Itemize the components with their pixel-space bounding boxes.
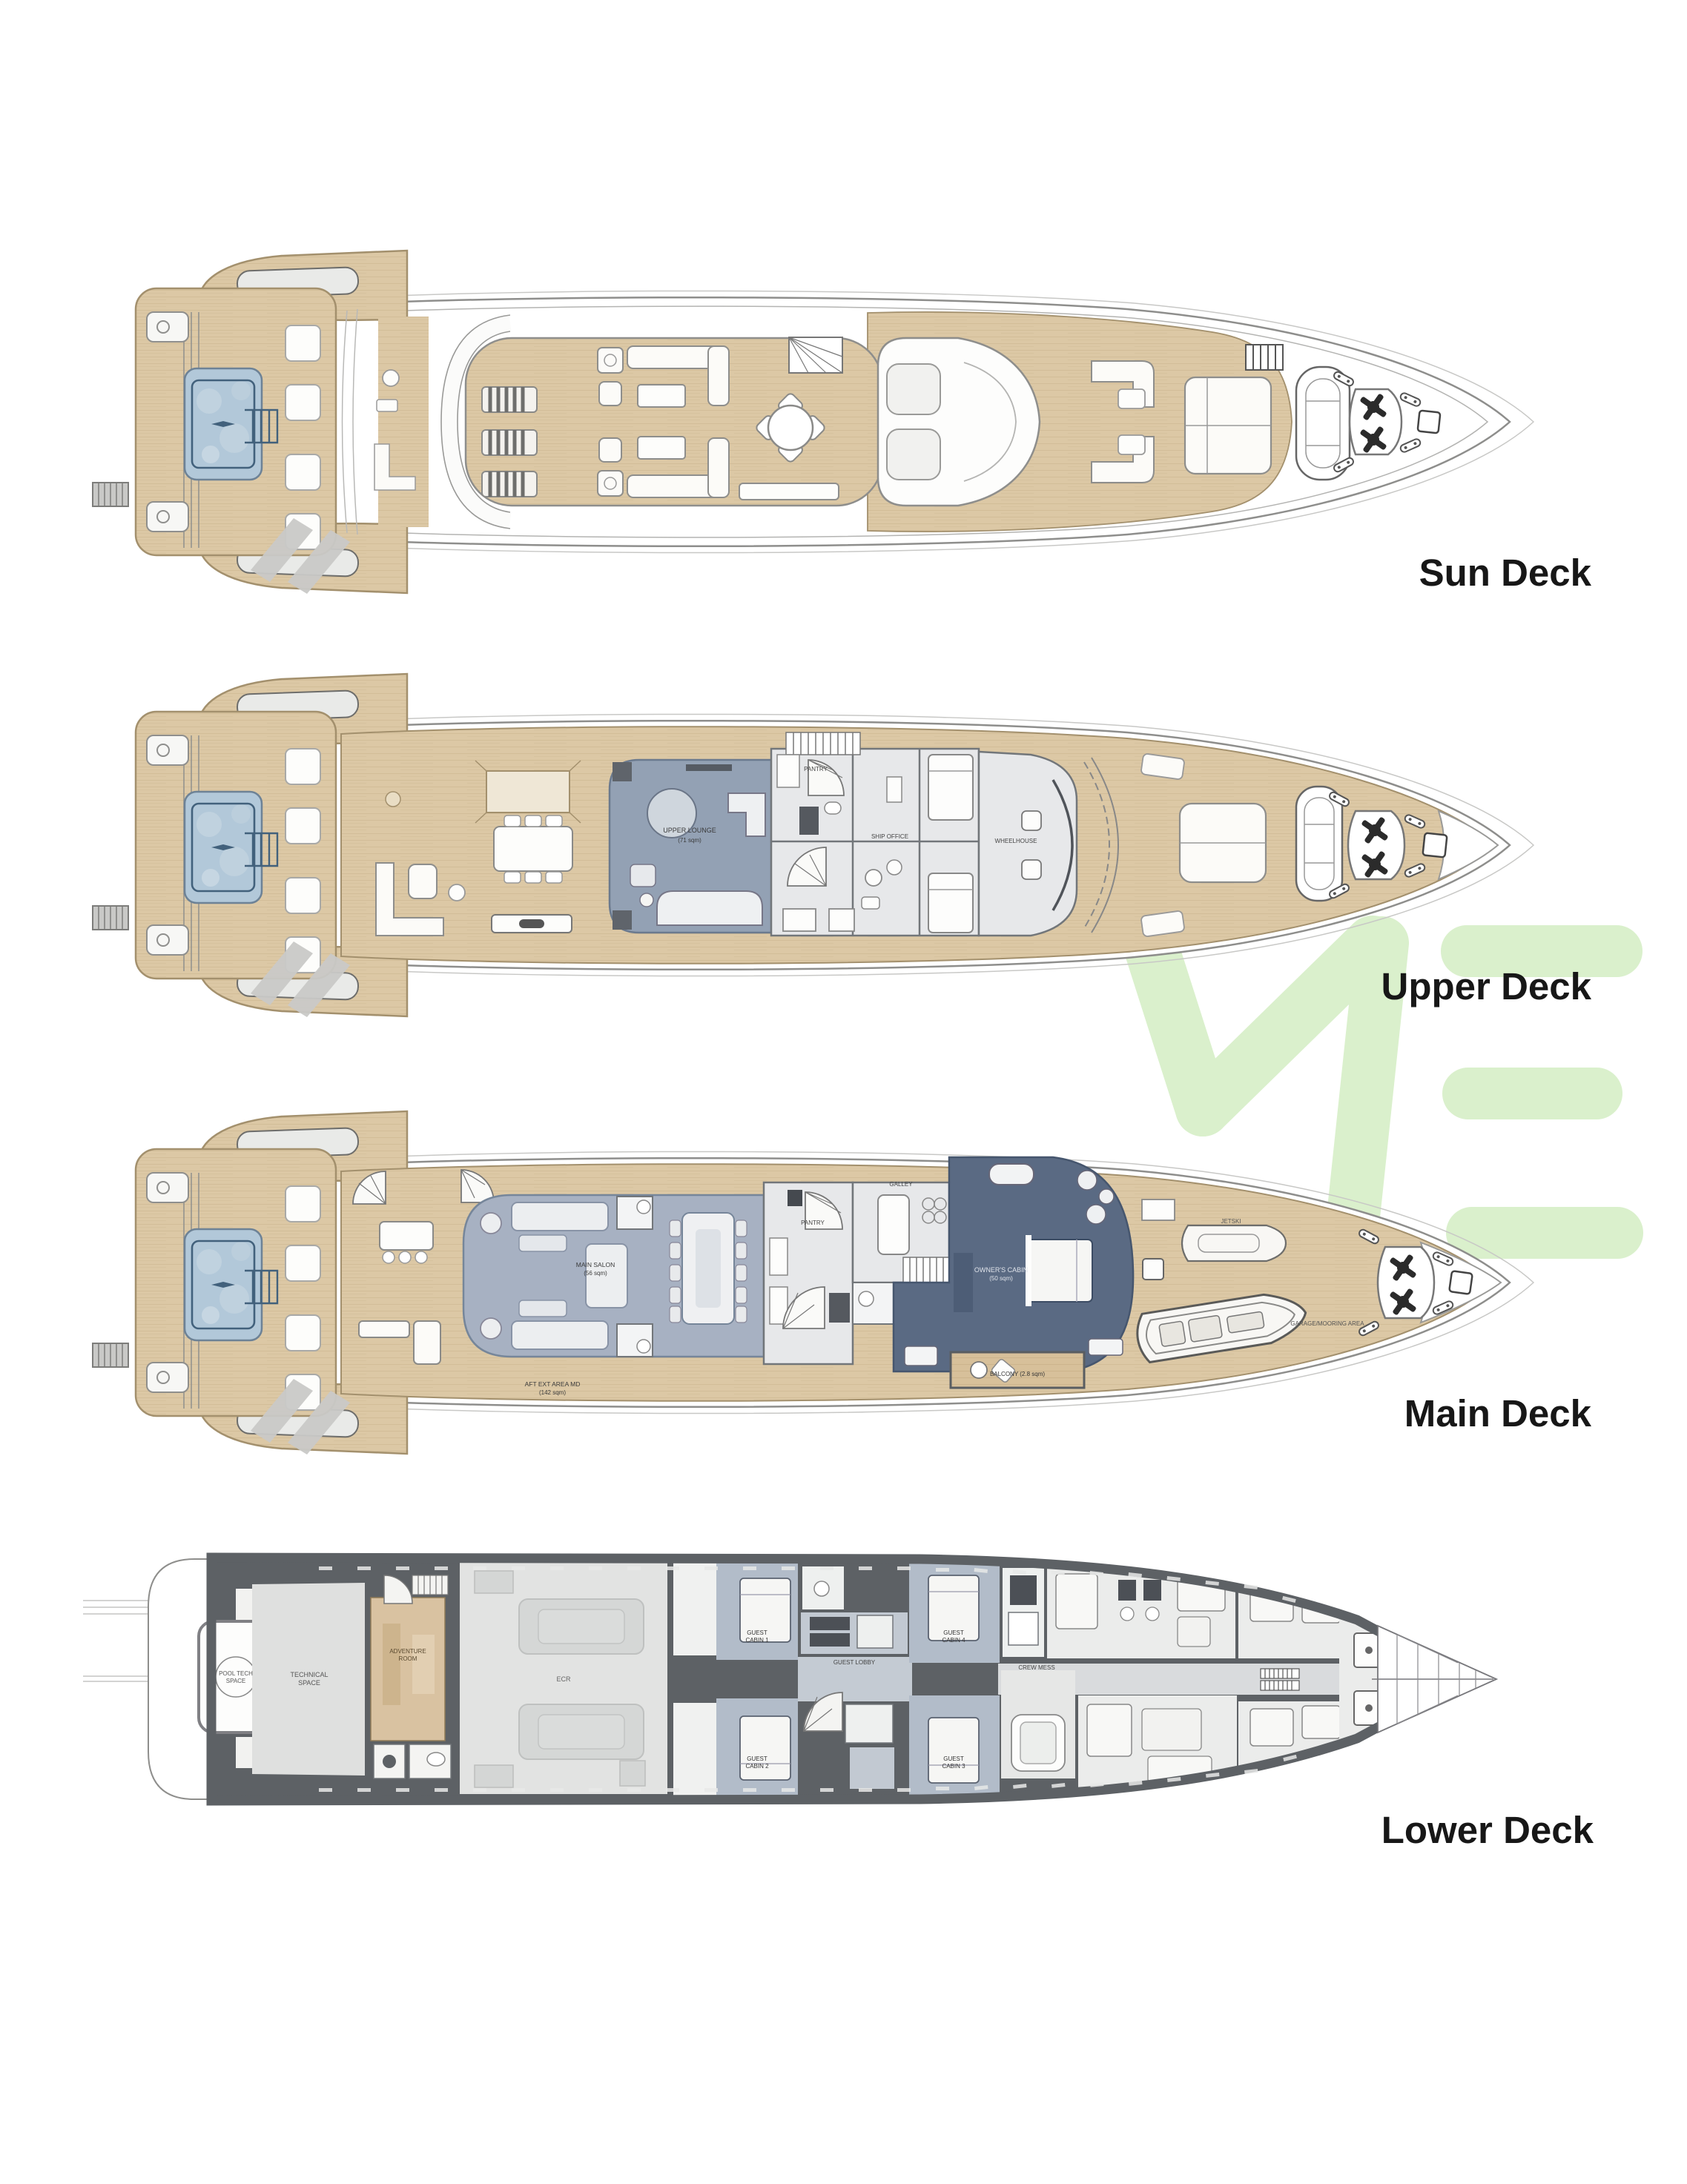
svg-text:ADVENTURE: ADVENTURE	[389, 1648, 426, 1655]
svg-text:MAIN SALON: MAIN SALON	[576, 1261, 615, 1268]
svg-text:GUEST: GUEST	[747, 1629, 767, 1636]
svg-text:CABIN 2: CABIN 2	[745, 1763, 769, 1770]
svg-text:CABIN 4: CABIN 4	[942, 1637, 965, 1644]
svg-text:Upper Deck: Upper Deck	[1381, 965, 1592, 1007]
svg-text:JETSKI: JETSKI	[1221, 1218, 1241, 1225]
svg-text:AFT EXT AREA MD: AFT EXT AREA MD	[525, 1380, 581, 1388]
svg-text:SPACE: SPACE	[226, 1678, 246, 1684]
svg-text:PANTRY: PANTRY	[804, 766, 828, 772]
svg-text:ECR: ECR	[556, 1675, 571, 1683]
svg-text:POOL TECH: POOL TECH	[219, 1670, 253, 1677]
svg-text:(142 sqm): (142 sqm)	[539, 1389, 566, 1396]
svg-text:CABIN 1: CABIN 1	[745, 1637, 769, 1644]
svg-text:GUEST: GUEST	[747, 1756, 767, 1762]
svg-text:(50 sqm): (50 sqm)	[989, 1275, 1013, 1282]
svg-text:ROOM: ROOM	[399, 1655, 417, 1662]
svg-text:BALCONY (2.8 sqm): BALCONY (2.8 sqm)	[990, 1371, 1045, 1377]
svg-text:TECHNICAL: TECHNICAL	[290, 1671, 328, 1678]
svg-text:OWNER'S CABIN: OWNER'S CABIN	[974, 1266, 1028, 1274]
svg-text:GALLEY: GALLEY	[889, 1181, 913, 1188]
svg-text:GUEST LOBBY: GUEST LOBBY	[833, 1659, 876, 1666]
svg-text:SHIP OFFICE: SHIP OFFICE	[871, 833, 908, 840]
svg-text:GUEST: GUEST	[943, 1629, 964, 1636]
svg-text:SPACE: SPACE	[298, 1679, 320, 1687]
svg-text:(71 sqm): (71 sqm)	[678, 837, 701, 844]
svg-text:PANTRY: PANTRY	[801, 1220, 825, 1226]
svg-text:Main Deck: Main Deck	[1404, 1392, 1592, 1435]
svg-text:(56 sqm): (56 sqm)	[584, 1270, 607, 1277]
svg-text:CREW MESS: CREW MESS	[1018, 1664, 1054, 1671]
svg-text:Sun Deck: Sun Deck	[1419, 552, 1592, 594]
svg-text:GARAGE/MOORING AREA: GARAGE/MOORING AREA	[1290, 1320, 1364, 1327]
svg-text:CABIN 3: CABIN 3	[942, 1763, 965, 1770]
svg-text:WHEELHOUSE: WHEELHOUSE	[995, 838, 1037, 844]
svg-text:Lower Deck: Lower Deck	[1381, 1809, 1594, 1851]
svg-text:GUEST: GUEST	[943, 1756, 964, 1762]
svg-text:UPPER LOUNGE: UPPER LOUNGE	[663, 827, 716, 834]
